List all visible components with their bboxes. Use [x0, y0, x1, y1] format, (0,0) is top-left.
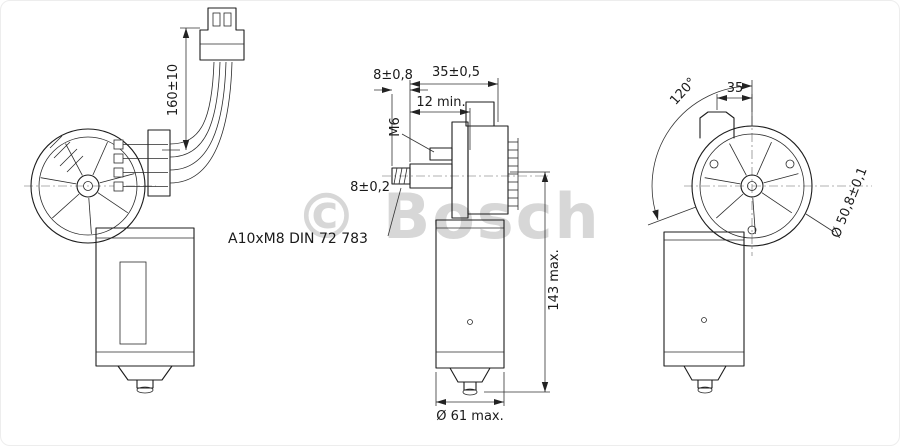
gear-housing-outline	[30, 128, 146, 244]
dimension-160: 160±10	[162, 27, 200, 151]
span-35-label: 35±0,5	[432, 65, 480, 80]
housing-top-hump	[465, 101, 495, 127]
housing-top-hump-right	[699, 111, 735, 139]
cable-length-label: 160±10	[166, 64, 181, 116]
dia-61-label: Ø 61 max.	[436, 409, 504, 424]
bosch-watermark: © Bosch	[295, 180, 600, 253]
terminal-block	[113, 129, 171, 197]
gear-hub	[76, 174, 100, 198]
m6-stud	[429, 147, 453, 161]
thread-spec-label: A10xM8 DIN 72 783	[228, 231, 368, 247]
dimension-m6: M6	[388, 117, 435, 153]
wiring-harness	[169, 61, 233, 184]
hatching	[49, 135, 84, 173]
gear-spokes	[40, 141, 135, 234]
motor-body-side	[435, 219, 505, 396]
front-view-right: 120° 35 Ø 50,8±0,1	[647, 75, 872, 394]
angle-120-label: 120°	[667, 75, 699, 108]
output-shaft	[391, 163, 453, 189]
dimension-8-08: 8±0,8	[373, 68, 428, 166]
dimension-8-02: 8±0,2	[350, 180, 390, 195]
dimension-35-05: 35±0,5	[410, 65, 499, 122]
gear-housing-inner-rim-right	[699, 133, 805, 239]
tip-dia-label: 8±0,2	[350, 180, 390, 195]
front-view-left: 160±10	[24, 7, 245, 394]
dia-508-label: Ø 50,8±0,1	[829, 165, 871, 240]
gear-hub-right	[740, 174, 764, 198]
side-view: 8±0,8 35±0,5 12 min. M6	[228, 65, 562, 424]
dimension-61: Ø 61 max.	[435, 372, 505, 424]
gear-hub-center-right	[747, 181, 757, 191]
gear-housing-inner-rim	[38, 136, 138, 236]
thread-spec: A10xM8 DIN 72 783	[228, 187, 402, 247]
dimension-508: Ø 50,8±0,1	[805, 165, 871, 240]
m6-label: M6	[388, 117, 403, 137]
gear-hub-center	[83, 181, 93, 191]
gear-spokes-right	[704, 141, 799, 234]
offset-35-label: 35	[727, 81, 744, 96]
dimension-143: 143 max.	[484, 171, 562, 393]
min-12-label: 12 min.	[416, 95, 465, 110]
motor-body-left	[95, 227, 195, 394]
dimension-120: 120°	[647, 75, 753, 226]
tip-length-label: 8±0,8	[373, 68, 413, 83]
connector-plug	[199, 7, 245, 61]
dimension-12-min: 12 min.	[410, 95, 471, 150]
housing-screws	[709, 159, 795, 235]
dimension-35: 35	[716, 81, 753, 112]
height-143-label: 143 max.	[547, 249, 562, 310]
motor-body-right	[663, 231, 745, 394]
housing-fins	[508, 138, 519, 210]
